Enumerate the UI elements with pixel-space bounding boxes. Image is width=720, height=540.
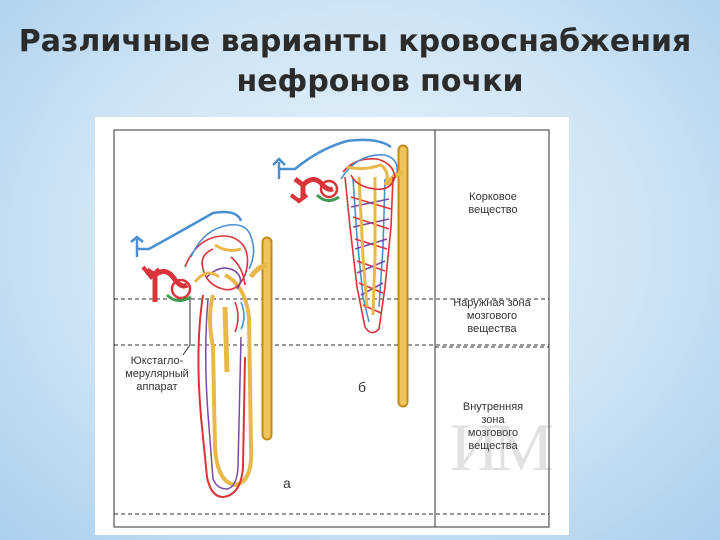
nephron-diagram: Корковое вещество Наружная зона мозговог… [95, 117, 569, 535]
slide-title-line1: Различные варианты кровоснабжения [18, 24, 692, 59]
outer-medulla-label: Наружная зона мозгового вещества [453, 297, 531, 335]
thick-limb-a [222, 306, 230, 373]
cortex-label: Корковое вещество [468, 191, 518, 216]
vasa-recta-artery-a [197, 294, 246, 499]
diagram-border [113, 129, 550, 528]
jga-b [315, 193, 340, 202]
glomerulus-b [319, 179, 339, 199]
watermark-logo: ИМ [450, 409, 554, 485]
vein-a [135, 210, 243, 257]
jga-leader-line [182, 299, 191, 356]
nephron-drawing [113, 129, 550, 528]
jga-label: Юкстагло- мерулярный аппарат [125, 355, 189, 393]
label-b: б [358, 379, 367, 395]
collecting-duct-a [248, 236, 273, 441]
slide-title-line2: нефронов почки [236, 64, 524, 99]
loop-of-henle-a [208, 273, 254, 488]
jga-a [165, 293, 192, 302]
peritubular-capillaries-b [340, 154, 399, 334]
inner-medulla-label: Внутренняя зона мозгового вещества [462, 401, 524, 452]
collecting-duct-b [384, 144, 409, 408]
vein-b [277, 138, 392, 179]
peritubular-capillaries-a [184, 223, 255, 333]
glomerulus-a [170, 278, 192, 300]
slide-title: Различные варианты кровоснабжения нефрон… [0, 22, 720, 102]
vasa-recta-vein-a [204, 298, 242, 490]
label-a: а [283, 475, 291, 491]
afferent-artery-b [293, 177, 334, 197]
